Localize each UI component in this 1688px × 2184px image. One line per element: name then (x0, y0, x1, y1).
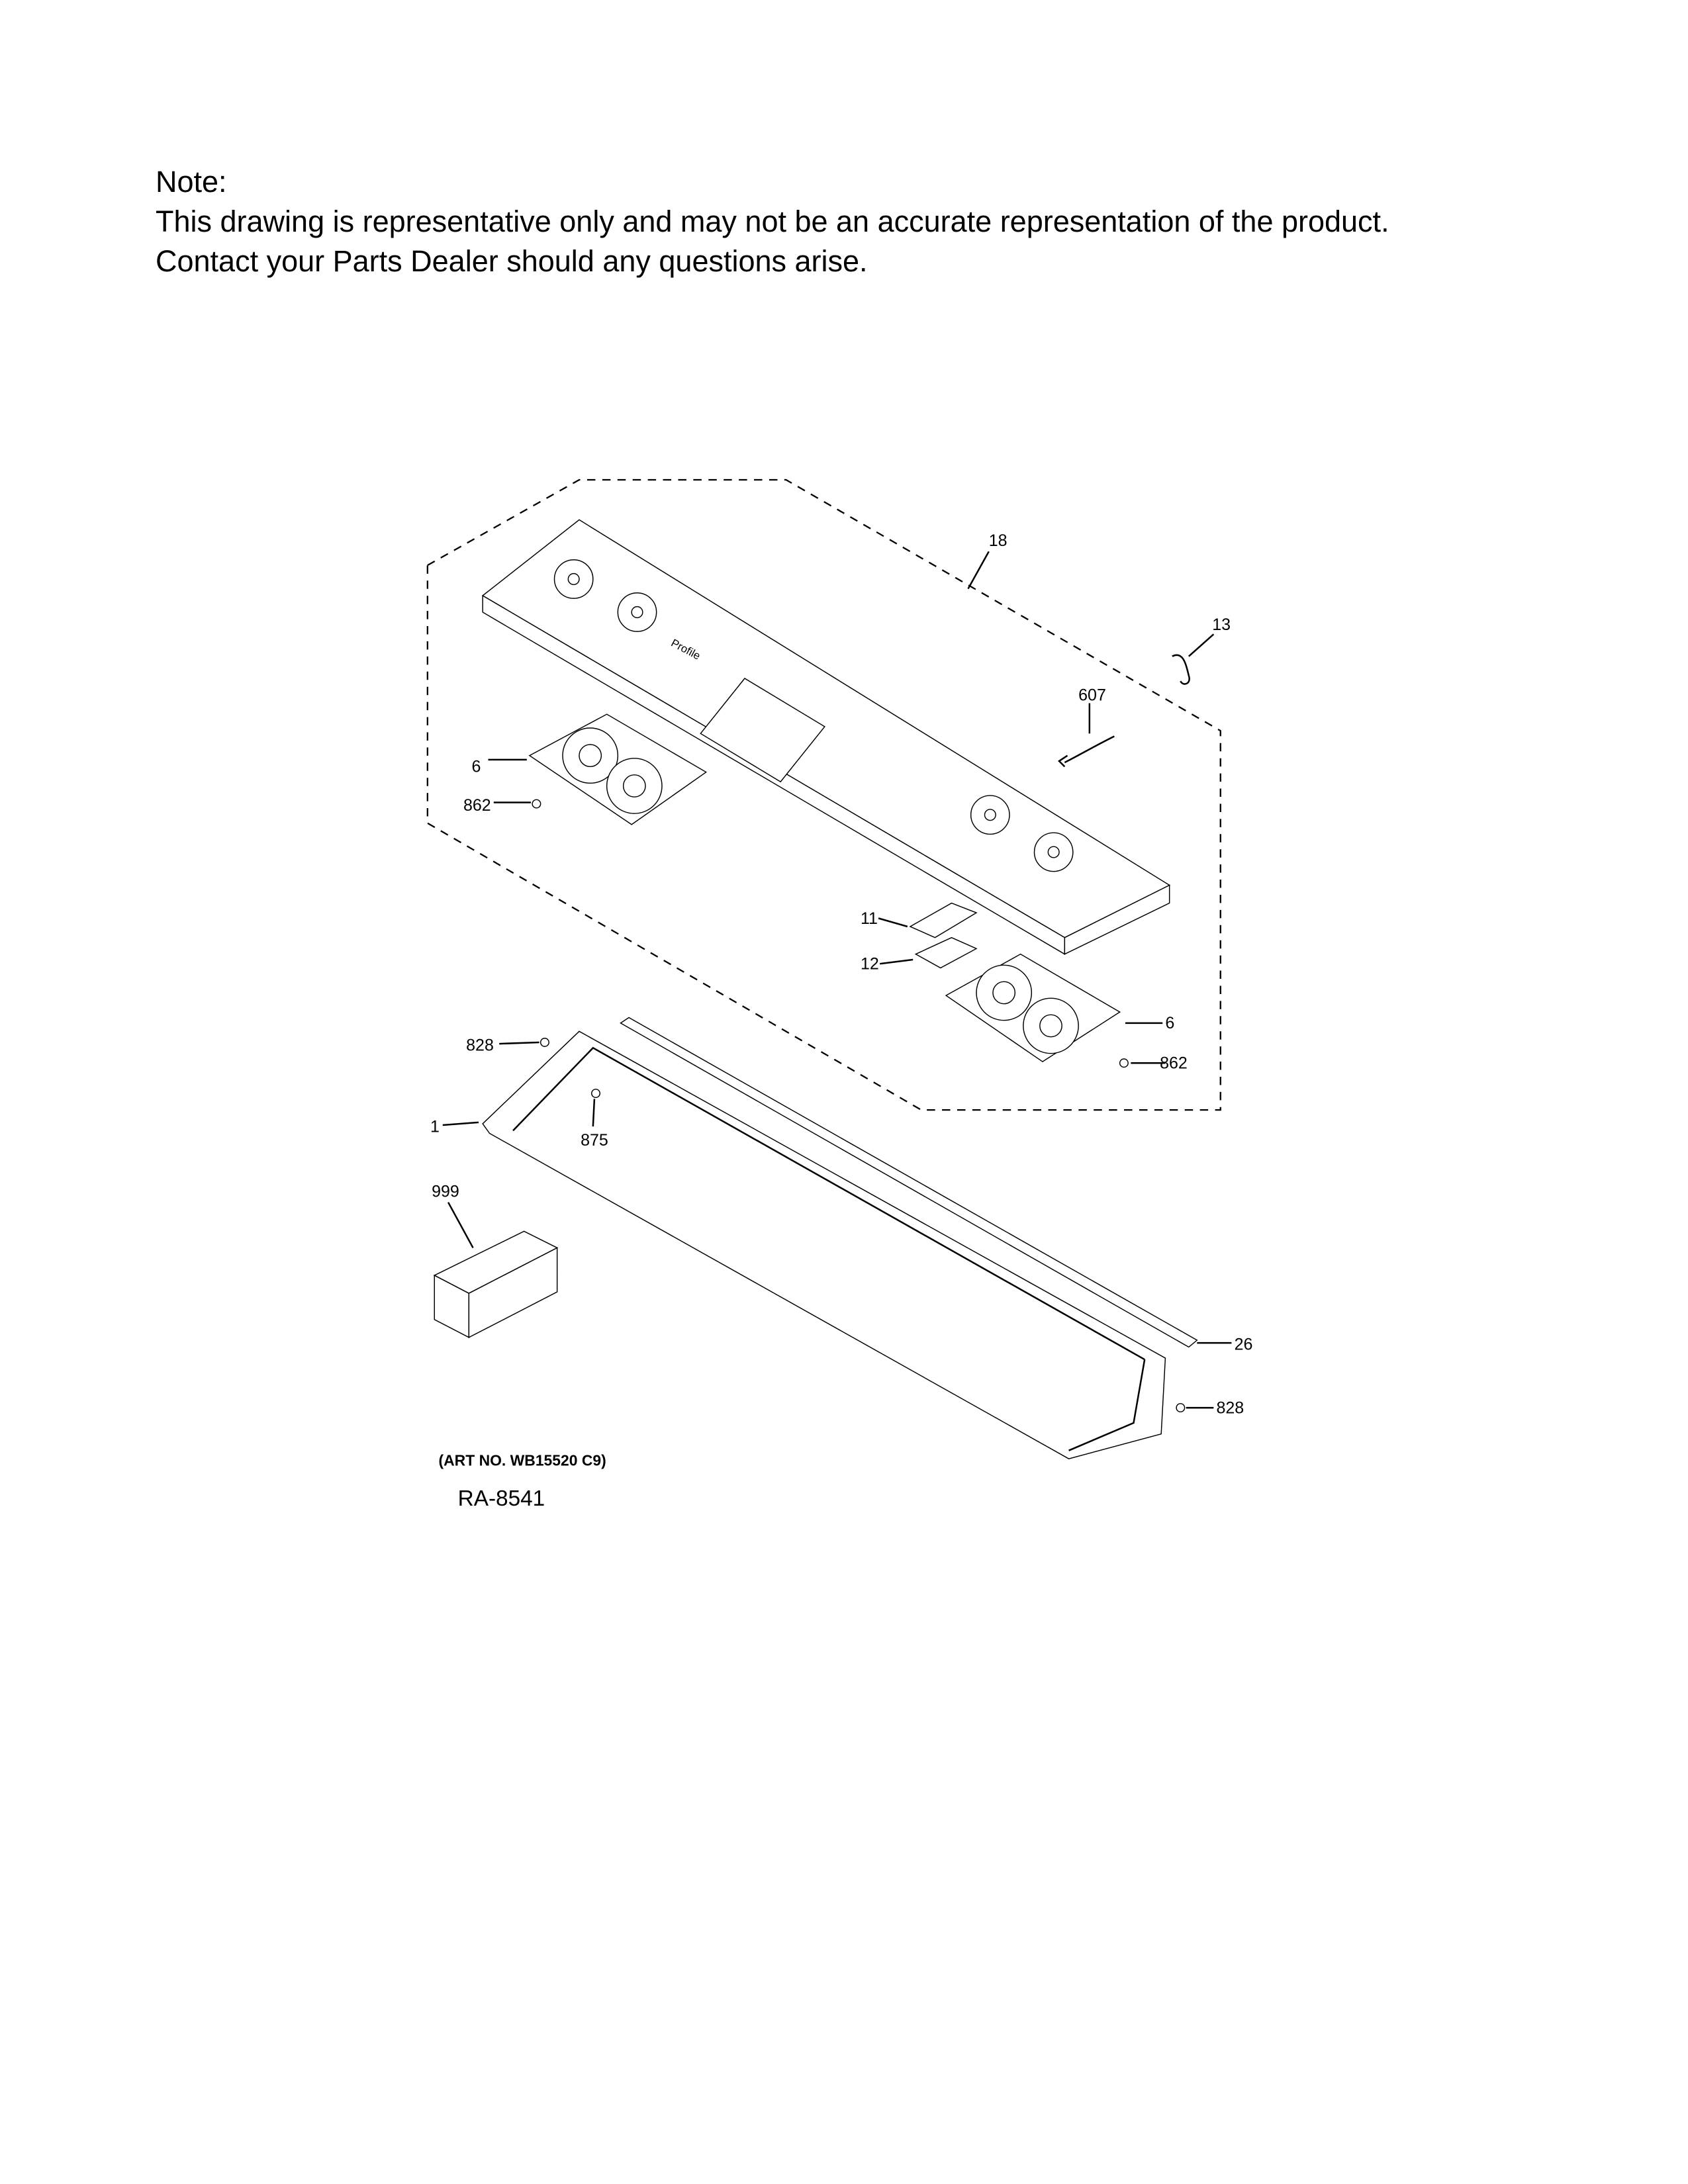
callout-1: 1 (430, 1117, 440, 1136)
frame-part-1 (482, 1030, 1166, 1459)
board-part-12 (914, 936, 978, 969)
assembly-boundary (426, 478, 1221, 1111)
callout-828-right: 828 (1217, 1398, 1244, 1417)
reference-number: RA-8541 (458, 1486, 545, 1511)
callout-6-right: 6 (1165, 1014, 1174, 1032)
note-line-1: This drawing is representative only and … (156, 205, 1389, 238)
callout-13: 13 (1212, 615, 1231, 634)
literature-box-part-999 (433, 1230, 559, 1339)
knob-graphic (1033, 832, 1074, 872)
control-panel-part-18: Profile (481, 519, 1171, 955)
callout-18: 18 (989, 531, 1008, 550)
screw-828-right (1176, 1403, 1186, 1413)
callout-862-right: 862 (1160, 1054, 1188, 1073)
knob-graphic (617, 592, 657, 632)
callout-11: 11 (861, 909, 878, 928)
strip-part-26 (620, 1017, 1198, 1348)
encoder-module-left (528, 713, 708, 825)
callout-607: 607 (1078, 686, 1106, 704)
screw-828-left (539, 1038, 549, 1047)
harness-part-607 (1058, 735, 1115, 768)
callout-828-left: 828 (466, 1036, 494, 1055)
screw-862-left (532, 799, 541, 809)
leader-lines (442, 551, 1232, 1409)
encoder-module-right (945, 953, 1121, 1063)
wire-part-13 (1172, 654, 1190, 685)
note-block: Note: This drawing is representative onl… (156, 162, 1389, 281)
note-line-2: Contact your Parts Dealer should any que… (156, 244, 868, 278)
note-heading: Note: (156, 165, 227, 199)
cover-part-11 (909, 902, 978, 938)
knob-graphic (553, 559, 594, 599)
callout-862-left: 862 (463, 796, 491, 815)
callout-875: 875 (581, 1131, 608, 1150)
callout-26: 26 (1235, 1336, 1253, 1354)
callout-12: 12 (861, 955, 879, 974)
screw-862-right (1119, 1058, 1129, 1068)
knob-graphic (970, 795, 1010, 835)
callout-6-left: 6 (472, 758, 481, 776)
screw-875 (591, 1089, 600, 1099)
art-number: (ART NO. WB15520 C9) (439, 1452, 606, 1469)
callout-999: 999 (432, 1182, 459, 1201)
